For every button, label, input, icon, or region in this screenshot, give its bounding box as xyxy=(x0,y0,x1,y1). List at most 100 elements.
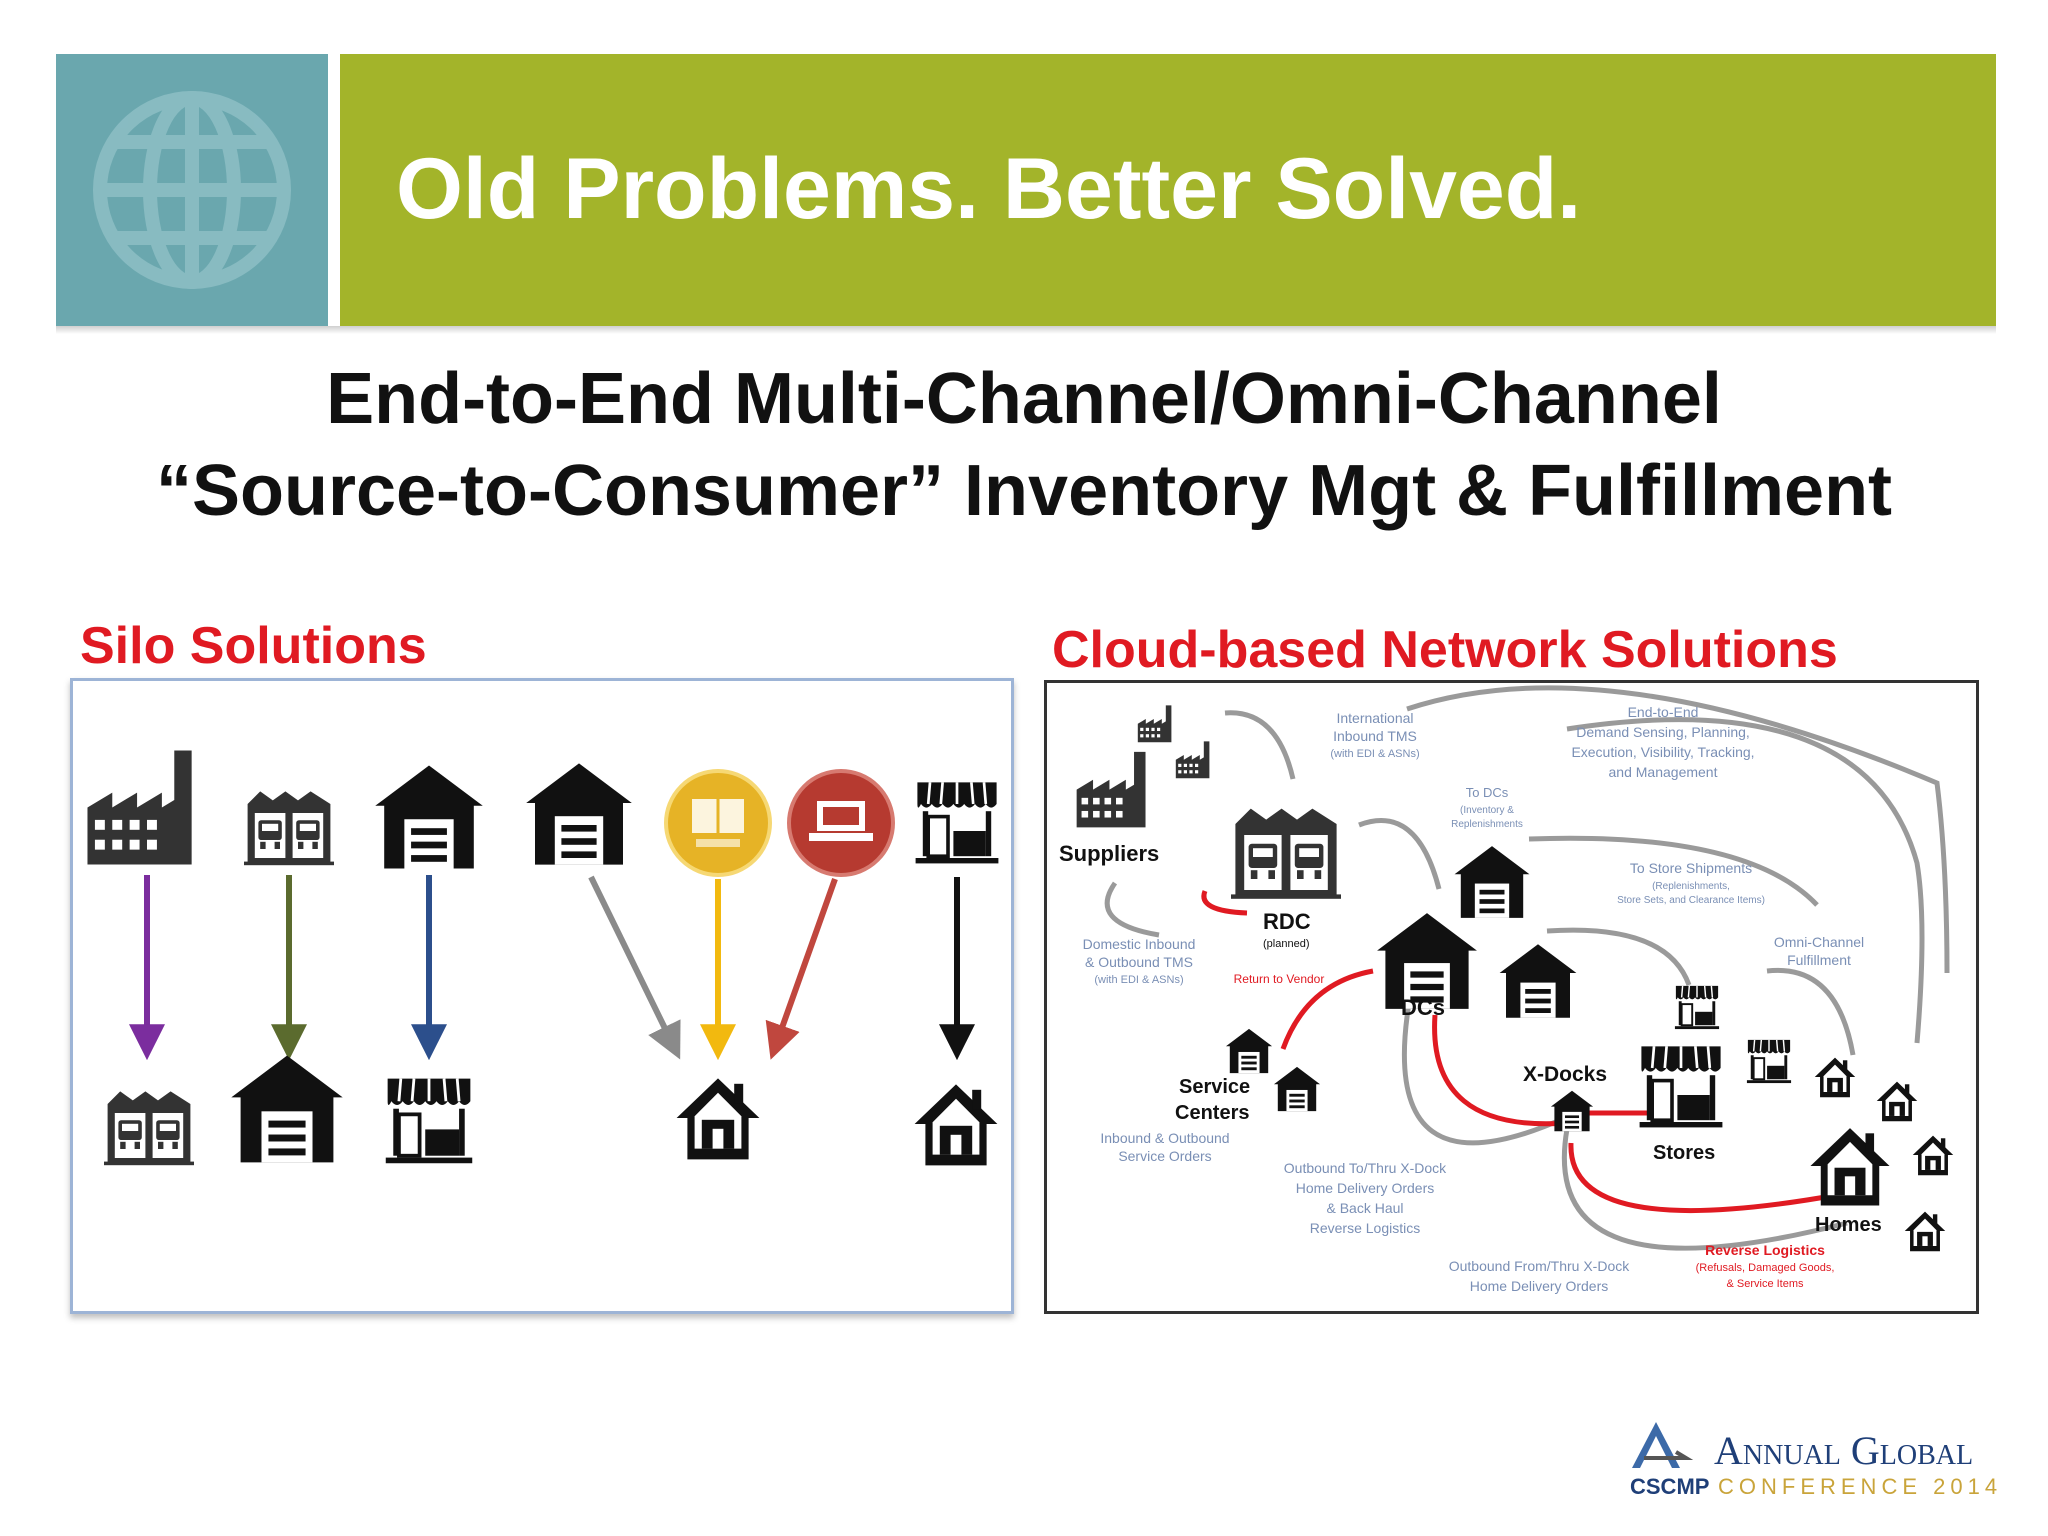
annotation-outbound-from-2: Home Delivery Orders xyxy=(1470,1278,1608,1294)
home-icon xyxy=(1815,1058,1855,1098)
annotation-outbound-to-3: & Back Haul xyxy=(1326,1200,1403,1216)
flow-dcs-to-service xyxy=(1280,968,1374,1050)
annotation-to-dcs-2: (Inventory & xyxy=(1460,805,1514,816)
flow-xdock-to-homes xyxy=(1561,1128,1848,1251)
warehouse-icon xyxy=(1455,846,1530,918)
flow-e2e-to-homes xyxy=(1406,685,1950,974)
annotation-intl-tms-2: Inbound TMS xyxy=(1333,728,1417,744)
warehouse-icon xyxy=(375,765,483,868)
annotation-to-dcs-1: To DCs xyxy=(1466,785,1509,800)
flow-dcs-to-xdock xyxy=(1401,1002,1569,1146)
cscmp-logo-mark xyxy=(1632,1422,1694,1468)
factory-icon xyxy=(87,750,191,864)
flow-rdc-to-dcs xyxy=(1358,818,1442,890)
header-shadow xyxy=(56,326,1996,334)
conference-logo: CSCMP Annual Global CONFERENCE 2014 xyxy=(1630,1422,2002,1499)
home-icon xyxy=(915,1084,998,1165)
arrow-warehouse-to-home xyxy=(588,875,681,1060)
node-service-centers-1: Service xyxy=(1179,1076,1250,1098)
home-icon xyxy=(1913,1136,1953,1176)
annotation-to-dcs-3: Replenishments xyxy=(1451,819,1523,830)
cloud-network-diagram: Suppliers RDC (planned) DCs X-Docks Stor… xyxy=(1044,680,1979,1314)
node-dcs: DCs xyxy=(1401,995,1445,1020)
warehouse-icon xyxy=(1500,944,1577,1018)
logo-annual-global: Annual Global xyxy=(1714,1428,1973,1473)
store-icon xyxy=(1747,1040,1791,1083)
warehouse-icon xyxy=(1551,1091,1593,1131)
annotation-service-orders-2: Service Orders xyxy=(1118,1148,1211,1164)
node-rdc: RDC xyxy=(1263,909,1311,934)
home-icon xyxy=(1905,1212,1945,1252)
annotation-outbound-to-2: Home Delivery Orders xyxy=(1296,1180,1434,1196)
flow-rdc-to-stores xyxy=(1528,835,1819,907)
subtitle-line-1: End-to-End Multi-Channel/Omni-Channel xyxy=(326,359,1722,439)
annotation-to-store-2: (Replenishments, xyxy=(1652,881,1730,892)
flow-dcs-to-homes xyxy=(1766,967,1856,1056)
flow-reverse-logistics xyxy=(1568,1142,1838,1214)
warehouse-icon xyxy=(231,1056,342,1163)
factory-icon xyxy=(1077,752,1146,827)
warehouse-icon xyxy=(526,763,632,864)
slide-title: Old Problems. Better Solved. xyxy=(396,141,1582,237)
node-rdc-note: (planned) xyxy=(1263,938,1309,950)
factory-icon xyxy=(1176,741,1210,778)
store-icon xyxy=(1675,986,1719,1029)
warehouse-icon xyxy=(1226,1029,1272,1073)
distribution-center-icon xyxy=(1231,809,1341,899)
ecommerce-laptop-icon xyxy=(787,769,895,877)
annotation-e2e-2: Demand Sensing, Planning, xyxy=(1576,724,1750,740)
annotation-domestic-2: & Outbound TMS xyxy=(1085,954,1193,970)
annotation-to-store-3: Store Sets, and Clearance Items) xyxy=(1617,895,1765,906)
home-icon xyxy=(1810,1128,1889,1205)
annotation-e2e-3: Execution, Visibility, Tracking, xyxy=(1571,744,1754,760)
subtitle-line-2: “Source-to-Consumer” Inventory Mgt & Ful… xyxy=(155,451,1893,531)
annotation-intl-tms-3: (with EDI & ASNs) xyxy=(1330,748,1419,760)
annotation-reverse-2: (Refusals, Damaged Goods, xyxy=(1696,1262,1835,1274)
node-stores: Stores xyxy=(1653,1142,1715,1164)
annotation-omni-1: Omni-Channel xyxy=(1774,934,1864,950)
annotation-outbound-from-1: Outbound From/Thru X-Dock xyxy=(1449,1258,1631,1274)
globe-icon xyxy=(93,91,291,289)
header-bar xyxy=(340,54,1996,326)
flow-omni-to-homes xyxy=(1566,717,1925,1044)
flow-return-to-vendor xyxy=(1201,890,1248,916)
logo-cscmp: CSCMP xyxy=(1630,1474,1709,1499)
logo-conference: CONFERENCE 2014 xyxy=(1718,1474,2002,1499)
annotation-domestic-3: (with EDI & ASNs) xyxy=(1094,974,1183,986)
annotation-to-store-1: To Store Shipments xyxy=(1630,860,1752,876)
annotation-e2e-1: End-to-End xyxy=(1628,704,1699,720)
warehouse-icon xyxy=(1274,1067,1320,1111)
annotation-reverse-3: & Service Items xyxy=(1726,1278,1804,1290)
node-homes: Homes xyxy=(1815,1214,1882,1236)
node-xdocks: X-Docks xyxy=(1523,1063,1607,1086)
annotation-return-vendor: Return to Vendor xyxy=(1234,972,1325,986)
home-icon xyxy=(1877,1082,1917,1122)
flow-domestic xyxy=(1104,881,1160,938)
annotation-intl-tms-1: International xyxy=(1336,710,1413,726)
store-icon xyxy=(916,782,999,863)
cloud-heading: Cloud-based Network Solutions xyxy=(1052,621,1838,679)
flow-dcs-to-xdock-red xyxy=(1432,1014,1568,1127)
annotation-omni-2: Fulfillment xyxy=(1787,952,1851,968)
distribution-center-icon xyxy=(244,791,334,865)
distribution-center-icon xyxy=(104,1091,194,1165)
home-icon xyxy=(677,1078,760,1159)
annotation-service-orders-1: Inbound & Outbound xyxy=(1100,1130,1229,1146)
store-icon xyxy=(386,1079,472,1164)
annotation-reverse-1: Reverse Logistics xyxy=(1705,1242,1825,1258)
header-globe-block xyxy=(56,54,328,326)
annotation-e2e-4: and Management xyxy=(1609,764,1718,780)
catalog-icon xyxy=(664,769,772,877)
node-service-centers-2: Centers xyxy=(1175,1102,1249,1124)
annotation-outbound-to-1: Outbound To/Thru X-Dock xyxy=(1284,1160,1447,1176)
silo-diagram xyxy=(70,678,1014,1314)
silo-heading: Silo Solutions xyxy=(80,617,427,675)
flow-dcs-to-stores xyxy=(1546,927,1692,986)
flow-intl-inbound xyxy=(1224,710,1296,780)
factory-icon xyxy=(1138,705,1172,742)
node-suppliers: Suppliers xyxy=(1059,841,1159,866)
arrow-ecommerce-to-home xyxy=(765,877,838,1060)
annotation-domestic-1: Domestic Inbound xyxy=(1083,936,1196,952)
store-icon xyxy=(1640,1046,1723,1127)
annotation-outbound-to-4: Reverse Logistics xyxy=(1310,1220,1421,1236)
